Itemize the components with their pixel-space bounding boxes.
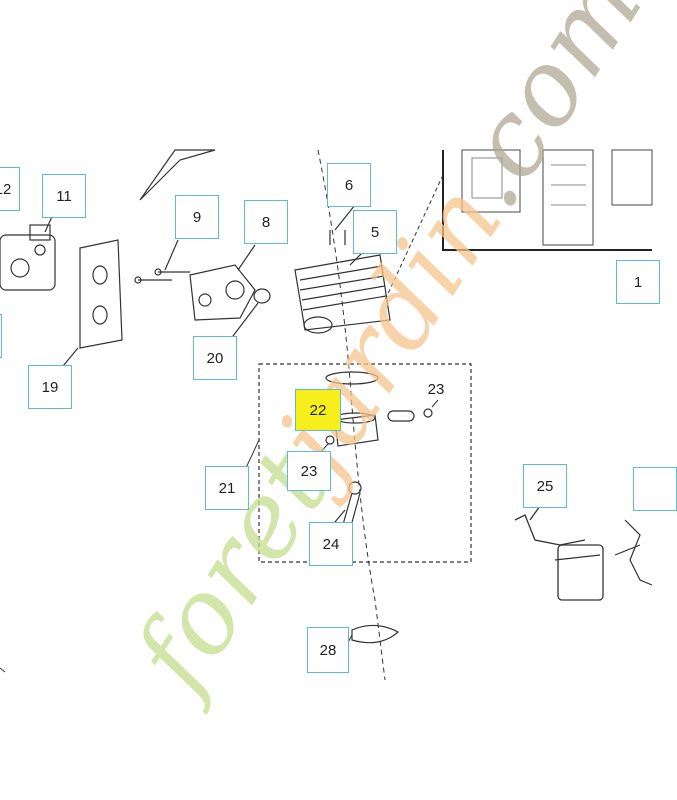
callout-8[interactable]: 8 [244,200,288,244]
callout-21[interactable]: 21 [205,466,249,510]
crank-part [514,505,604,601]
exploded-view-drawing [0,149,653,681]
callout-28[interactable]: 28 [307,627,349,673]
callout-12[interactable]: 12 [0,167,20,211]
callout-1[interactable]: 1 [616,260,660,304]
callout-20[interactable]: 20 [193,336,237,380]
parts-diagram: foretjardin.com 12 11 9 8 6 5 1 19 20 22… [0,0,677,712]
carburetor-part [0,209,56,291]
callout-25[interactable]: 25 [523,464,567,508]
callout-23-left[interactable]: 23 [287,451,331,491]
piston-part [334,412,379,447]
gasket-part [57,239,123,373]
intake-manifold-part [189,244,271,341]
callout-9[interactable]: 9 [175,195,219,239]
callout-partial-right[interactable] [633,467,677,511]
label-23-right[interactable]: 23 [427,380,445,398]
callout-24[interactable]: 24 [309,522,353,566]
callout-6[interactable]: 6 [327,163,371,207]
callout-19[interactable]: 19 [28,365,72,409]
right-edge-part [614,519,653,586]
callout-5[interactable]: 5 [353,210,397,254]
bolts-part [134,239,190,284]
detail-box-top-right [442,149,653,251]
cylinder-part [294,249,391,334]
callout-partial-left[interactable] [0,314,2,358]
studs-part [329,204,356,245]
callout-11[interactable]: 11 [42,174,86,218]
callout-22-highlighted[interactable]: 22 [295,389,341,431]
